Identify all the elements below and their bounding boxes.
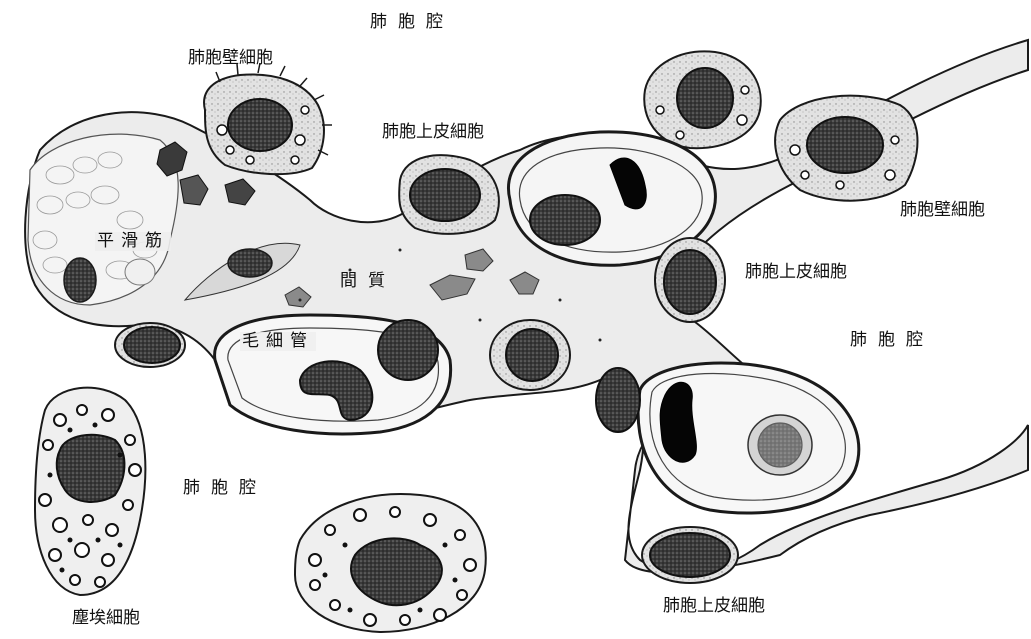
muscle-nucleus-pale — [125, 259, 155, 285]
label-interstitium: 間質 — [340, 273, 396, 290]
label-epithelial-right: 肺胞上皮細胞 — [745, 264, 847, 281]
epithelial-nucleus — [664, 250, 716, 314]
septal-nucleus — [506, 329, 558, 381]
wall-cell-nucleus — [677, 68, 733, 128]
endothelial-nucleus — [530, 195, 600, 245]
wall-cell-nucleus — [807, 117, 883, 173]
label-capillary: 毛細管 — [240, 332, 316, 351]
label-alveolus-left: 肺胞腔 — [183, 480, 267, 497]
label-epithelial-top: 肺胞上皮細胞 — [382, 124, 484, 141]
epithelial-nucleus — [124, 327, 180, 363]
muscle-nucleus — [64, 258, 96, 302]
dust-cell-nucleus — [57, 435, 125, 502]
erythrocyte — [660, 382, 696, 462]
fibroblast-nucleus — [228, 249, 272, 277]
label-epithelial-bottom: 肺胞上皮細胞 — [663, 598, 765, 615]
epithelial-nucleus — [410, 169, 480, 221]
label-wall-cell-top: 肺胞壁細胞 — [188, 50, 273, 67]
label-wall-cell-right: 肺胞壁細胞 — [900, 202, 985, 219]
epithelial-nucleus — [596, 368, 640, 432]
label-dust-cell: 塵埃細胞 — [72, 610, 140, 627]
label-smooth-muscle: 平滑筋 — [95, 232, 171, 251]
wall-cell-nucleus — [228, 99, 292, 151]
endothelial-nucleus — [378, 320, 438, 380]
label-alveolus-right: 肺胞腔 — [850, 332, 934, 349]
epithelial-nucleus — [650, 533, 730, 577]
label-alveolus-top: 肺胞腔 — [370, 14, 454, 31]
